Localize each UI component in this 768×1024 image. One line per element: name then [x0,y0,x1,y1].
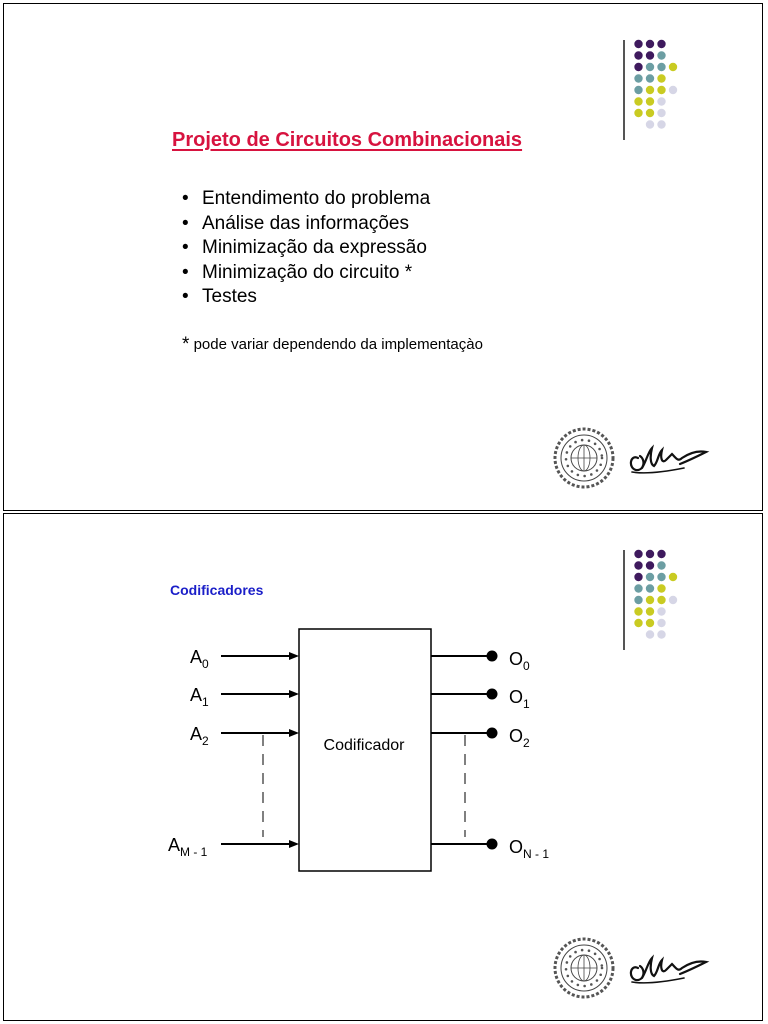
decorative-dots-icon [634,549,678,639]
decorative-dot [657,618,666,628]
input-label: A0 [190,647,209,671]
decorative-dot [634,51,643,60]
decorative-dot [634,607,643,616]
decorative-dot [634,97,643,106]
decorative-dot [645,618,655,628]
decorative-dots-icon [634,39,678,129]
decorative-dot [645,62,655,72]
signature-icon [629,954,710,984]
bullet-item: •Entendimento do problema [182,188,431,209]
decorative-dot [657,549,666,559]
output-label: O0 [509,649,530,673]
input-label: A2 [190,724,209,748]
output-label: O1 [509,687,530,711]
slide-title: Projeto de Circuitos Combinacionais [172,129,523,151]
output-terminal-icon [486,650,498,662]
slide-2: Codificadores Codificador A0 A1 A2 AM - … [3,513,763,1021]
decorative-dot [634,74,643,83]
decorative-dot [634,561,643,570]
slide-1: Projeto de Circuitos Combinacionais •Ent… [3,3,763,511]
seal-icon [553,427,615,489]
output-terminal-icon [486,727,498,739]
arrowhead-icon [289,690,299,698]
decorative-dot [645,39,655,49]
decorative-dot [657,595,666,605]
decorative-dot [645,595,655,605]
decorative-dot [634,549,643,559]
slide-title: Codificadores [170,582,264,598]
footnote: * pode variar dependendo da implementaçà… [182,334,483,356]
decorative-dot [645,97,655,106]
decorative-dot [645,607,655,616]
encoder-block [298,628,432,872]
decorative-dot [657,561,666,570]
arrowhead-icon [289,840,299,848]
bullet-item: •Testes [182,286,257,307]
decorative-dot [657,97,666,106]
encoder-diagram: Codificador A0 A1 A2 AM - 1 O0 O1 O2 [168,628,549,872]
decorative-dot [634,584,643,593]
decorative-dot [657,108,666,118]
bullet-item: •Minimização da expressão [182,237,427,258]
decorative-dot [634,618,643,628]
footnote-text: pode variar dependendo da implementaçào [193,336,483,353]
bullet-list: •Entendimento do problema •Análise das i… [182,187,430,310]
input-label: A1 [190,685,209,709]
bullet-item: •Minimização do circuito * [182,261,413,283]
decorative-dot [634,85,643,95]
decorative-dot [657,120,666,129]
decorative-dot [645,120,655,129]
decorative-dot [645,74,655,83]
accent-line [623,40,625,140]
decorative-dot [657,62,666,72]
decorative-dot [657,607,666,616]
decorative-dot [657,51,666,60]
seal-icon [553,937,615,999]
output-terminal-icon [486,688,498,700]
decorative-dot [645,108,655,118]
decorative-dot [634,595,643,605]
decorative-dot [645,85,655,95]
bullet-item: •Análise das informações [182,212,409,234]
decorative-dot [645,572,655,582]
decorative-dot [634,108,643,118]
decorative-dot [645,561,655,570]
decorative-dot [668,595,678,605]
output-terminal-icon [486,838,498,850]
decorative-dot [657,39,666,49]
arrowhead-icon [289,729,299,737]
decorative-dot [668,62,678,72]
output-label: ON - 1 [509,837,549,861]
decorative-dot [657,584,666,593]
decorative-dot [657,85,666,95]
decorative-dot [657,74,666,83]
decorative-dot [668,572,678,582]
decorative-dot [645,51,655,60]
decorative-dot [645,630,655,639]
decorative-dot [645,584,655,593]
decorative-dot [645,549,655,559]
footnote-mark: * [182,334,190,355]
decorative-dot [634,39,643,49]
accent-line [623,550,625,650]
decorative-dot [634,62,643,72]
encoder-block-label: Codificador [324,737,406,754]
decorative-dot [668,85,678,95]
decorative-dot [634,572,643,582]
decorative-dot [657,630,666,639]
output-label: O2 [509,726,530,750]
signature-icon [629,444,710,474]
input-label: AM - 1 [168,835,208,859]
arrowhead-icon [289,652,299,660]
decorative-dot [657,572,666,582]
